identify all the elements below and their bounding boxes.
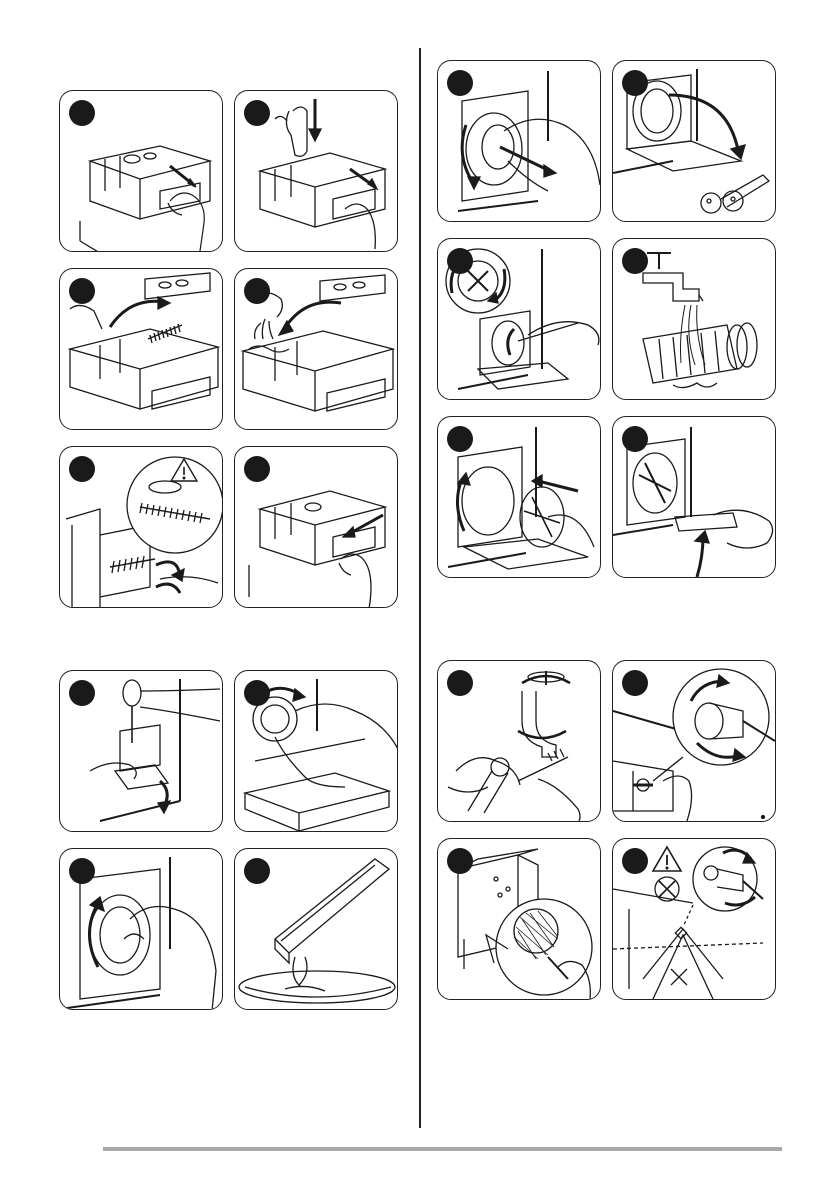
step-badge [244, 858, 270, 884]
step-badge [69, 100, 95, 126]
panel-drain-open-flap [59, 670, 223, 832]
step-badge [69, 456, 95, 482]
step-badge [447, 670, 473, 696]
panel-inlet-unscrew-hose [612, 660, 776, 822]
step-badge [447, 848, 473, 874]
panel-inlet-clean-valve-filter [437, 838, 601, 1000]
panel-dispenser-recess-clean [59, 446, 223, 608]
step-badge [69, 858, 95, 884]
step-badge [69, 680, 95, 706]
panel-drain-unscrew-container [234, 670, 398, 832]
panel-filter-flap-remove [612, 60, 776, 222]
step-badge [244, 278, 270, 304]
step-badge [447, 248, 473, 274]
panel-dispenser-release [234, 90, 398, 252]
step-badge [622, 70, 648, 96]
footer-rule [103, 1147, 782, 1151]
panel-drain-turn-filter [59, 848, 223, 1010]
panel-dispenser-rinse [234, 268, 398, 430]
panel-filter-pull-out [437, 60, 601, 222]
step-badge [244, 456, 270, 482]
panel-filter-reinsert [437, 416, 601, 578]
panel-filter-rinse-tap [612, 238, 776, 400]
column-divider [419, 48, 421, 1128]
panel-inlet-reconnect-warning [612, 838, 776, 1000]
step-badge [69, 278, 95, 304]
step-badge [622, 670, 648, 696]
panel-inlet-clean-tap-filter [437, 660, 601, 822]
panel-filter-propeller-check [437, 238, 601, 400]
step-badge [244, 680, 270, 706]
step-badge [622, 426, 648, 452]
step-badge [447, 426, 473, 452]
panel-dispenser-brush [59, 268, 223, 430]
step-badge [447, 70, 473, 96]
panel-dispenser-insert [234, 446, 398, 608]
panel-dispenser-pull-out [59, 90, 223, 252]
panel-filter-close-flap [612, 416, 776, 578]
step-badge [622, 848, 648, 874]
panel-drain-empty-container [234, 848, 398, 1010]
step-badge [244, 100, 270, 126]
step-badge [622, 248, 648, 274]
